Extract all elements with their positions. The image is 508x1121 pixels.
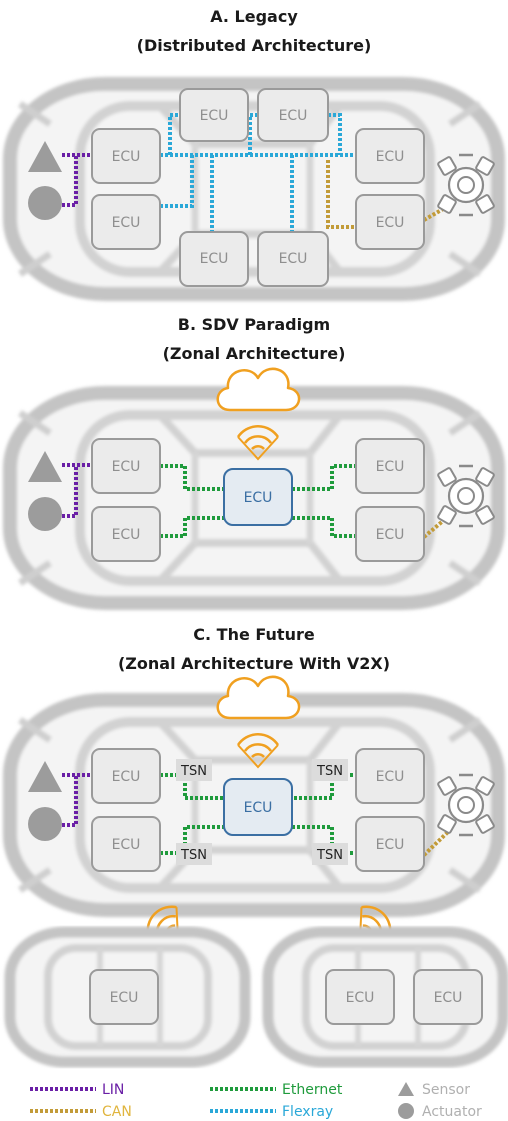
ecu-label: ECU (376, 459, 405, 475)
section-a-title: A. Legacy (210, 7, 298, 26)
ecu-label: ECU (279, 251, 308, 267)
ecu-label: ECU (279, 108, 308, 124)
tsn-label: TSN (316, 764, 343, 779)
sensor-triangle-icon (28, 141, 62, 172)
ecu-label: ECU (112, 527, 141, 543)
can-links (422, 828, 452, 857)
central-ecu-label: ECU (244, 800, 273, 816)
section-b-subtitle: (Zonal Architecture) (163, 344, 346, 363)
lin-links (62, 463, 92, 518)
section-c-title: C. The Future (193, 625, 315, 644)
legend-lin-label: LIN (102, 1082, 124, 1098)
section-a: A. Legacy (Distributed Architecture) (10, 7, 498, 294)
legend-sensor-label: Sensor (422, 1082, 470, 1098)
flexray-links (160, 113, 356, 232)
ecu-label: ECU (200, 251, 229, 267)
ecu-label: ECU (112, 769, 141, 785)
legend-sensor-icon (398, 1082, 414, 1096)
ecu-label: ECU (200, 108, 229, 124)
tsn-switches: TSN TSN TSN TSN (176, 759, 348, 865)
section-a-subtitle: (Distributed Architecture) (137, 36, 372, 55)
legend-actuator-icon (398, 1103, 414, 1119)
ecu-label: ECU (376, 769, 405, 785)
actuator-circle-icon (28, 497, 62, 531)
car-silhouette (10, 84, 498, 294)
tsn-label: TSN (180, 848, 207, 863)
ecu-label: ECU (346, 990, 375, 1006)
legend-ethernet-label: Ethernet (282, 1082, 343, 1098)
actuator-circle-icon (28, 186, 62, 220)
section-c: C. The Future (Zonal Architecture With V… (10, 625, 503, 1062)
ethernet-links (160, 464, 356, 538)
ecu-boxes: ECU ECU ECU ECU ECU (91, 748, 425, 872)
section-b-title: B. SDV Paradigm (178, 315, 330, 334)
lin-links (62, 773, 92, 827)
ecu-label: ECU (110, 990, 139, 1006)
ethernet-links (160, 773, 356, 855)
ecu-label: ECU (112, 837, 141, 853)
ecu-boxes: ECU ECU ECU ECU ECU ECU ECU ECU (91, 88, 425, 287)
section-b: B. SDV Paradigm (Zonal Architecture) ECU… (10, 315, 498, 603)
legend-actuator-label: Actuator (422, 1104, 482, 1120)
ecu-label: ECU (112, 149, 141, 165)
ecu-label: ECU (112, 215, 141, 231)
legend-can-label: CAN (102, 1104, 132, 1120)
central-ecu-label: ECU (244, 490, 273, 506)
sensor-triangle-icon (28, 761, 62, 792)
tsn-label: TSN (316, 848, 343, 863)
ecu-label: ECU (376, 215, 405, 231)
ecu-label: ECU (376, 837, 405, 853)
sensor-triangle-icon (28, 451, 62, 482)
legend: LIN CAN Ethernet Flexray Sensor Actuator (30, 1082, 482, 1120)
can-links (422, 513, 452, 539)
ecu-label: ECU (434, 990, 463, 1006)
cloud-icon (216, 367, 301, 412)
tsn-label: TSN (180, 764, 207, 779)
legend-flexray-label: Flexray (282, 1104, 333, 1120)
actuator-circle-icon (28, 807, 62, 841)
ecu-label: ECU (112, 459, 141, 475)
section-c-subtitle: (Zonal Architecture With V2X) (118, 654, 390, 673)
ecu-label: ECU (376, 527, 405, 543)
ecu-label: ECU (376, 149, 405, 165)
v2x-ecu-boxes: ECU ECU ECU (89, 969, 483, 1025)
ecu-boxes: ECU ECU ECU ECU ECU (91, 438, 425, 562)
cloud-icon (216, 675, 301, 720)
lin-links (62, 153, 92, 207)
